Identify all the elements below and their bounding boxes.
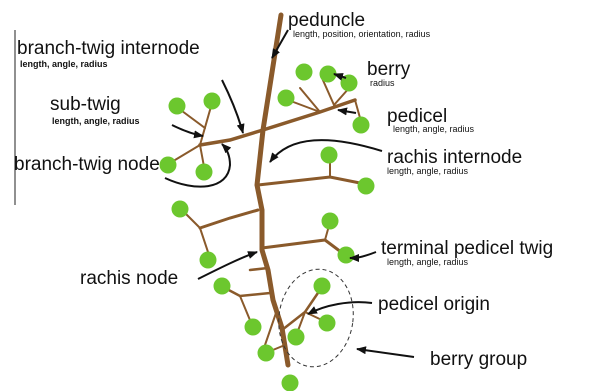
label-rachis-internode-sub: length, angle, radius <box>387 166 469 176</box>
label-branch-twig-node: branch-twig node <box>14 154 160 175</box>
arrow-pedicel-origin <box>308 302 372 314</box>
berry <box>245 319 262 336</box>
berry <box>204 93 221 110</box>
mid-right-branch <box>258 177 365 185</box>
berry <box>172 201 189 218</box>
arrow-pedicel <box>338 110 356 113</box>
berry <box>278 90 295 107</box>
label-pedicel-sub: length, angle, radius <box>393 124 475 134</box>
label-pedicel-origin: pedicel origin <box>378 294 490 315</box>
label-terminal-pedicel-twig: terminal pedicel twig <box>381 238 553 259</box>
mid-left-branch <box>200 210 258 228</box>
upper-right-branch <box>263 100 355 130</box>
label-rachis-node: rachis node <box>80 268 178 289</box>
berry <box>338 247 355 264</box>
berry <box>282 375 299 391</box>
label-branch-twig-internode-sub: length, angle, radius <box>20 59 108 69</box>
label-peduncle-sub: length, position, orientation, radius <box>293 29 431 39</box>
upper-left-branch <box>200 130 263 145</box>
berry <box>288 329 305 346</box>
arrow-sub-twig <box>172 125 203 136</box>
berry <box>214 278 231 295</box>
label-peduncle: peduncle <box>288 10 365 31</box>
label-terminal-pedicel-twig-sub: length, angle, radius <box>387 257 469 267</box>
labels: peduncle length, position, orientation, … <box>14 10 553 370</box>
label-berry-group: berry group <box>430 349 527 370</box>
label-branch-twig-internode: branch-twig internode <box>17 38 200 59</box>
rachis-main <box>257 15 288 365</box>
berry <box>160 157 177 174</box>
berry <box>314 278 331 295</box>
berry <box>296 64 313 81</box>
berry <box>258 345 275 362</box>
berry <box>358 178 375 195</box>
lower-right-branch <box>262 240 345 255</box>
label-berry-sub: radius <box>370 78 395 88</box>
berry <box>200 252 217 269</box>
label-sub-twig: sub-twig <box>50 94 121 115</box>
label-sub-twig-sub: length, angle, radius <box>52 116 140 126</box>
berry <box>353 117 370 134</box>
berry <box>320 66 337 83</box>
arrow-berry-group <box>357 349 414 357</box>
label-berry: berry <box>367 59 411 80</box>
label-rachis-internode: rachis internode <box>387 147 522 168</box>
berry <box>196 164 213 181</box>
berry <box>322 213 339 230</box>
berry <box>169 98 186 115</box>
berry <box>321 147 338 164</box>
berry-group-stems <box>282 287 322 330</box>
stem-structure <box>170 15 365 365</box>
arrow-branch-twig-internode <box>222 80 243 133</box>
berry <box>319 315 336 332</box>
